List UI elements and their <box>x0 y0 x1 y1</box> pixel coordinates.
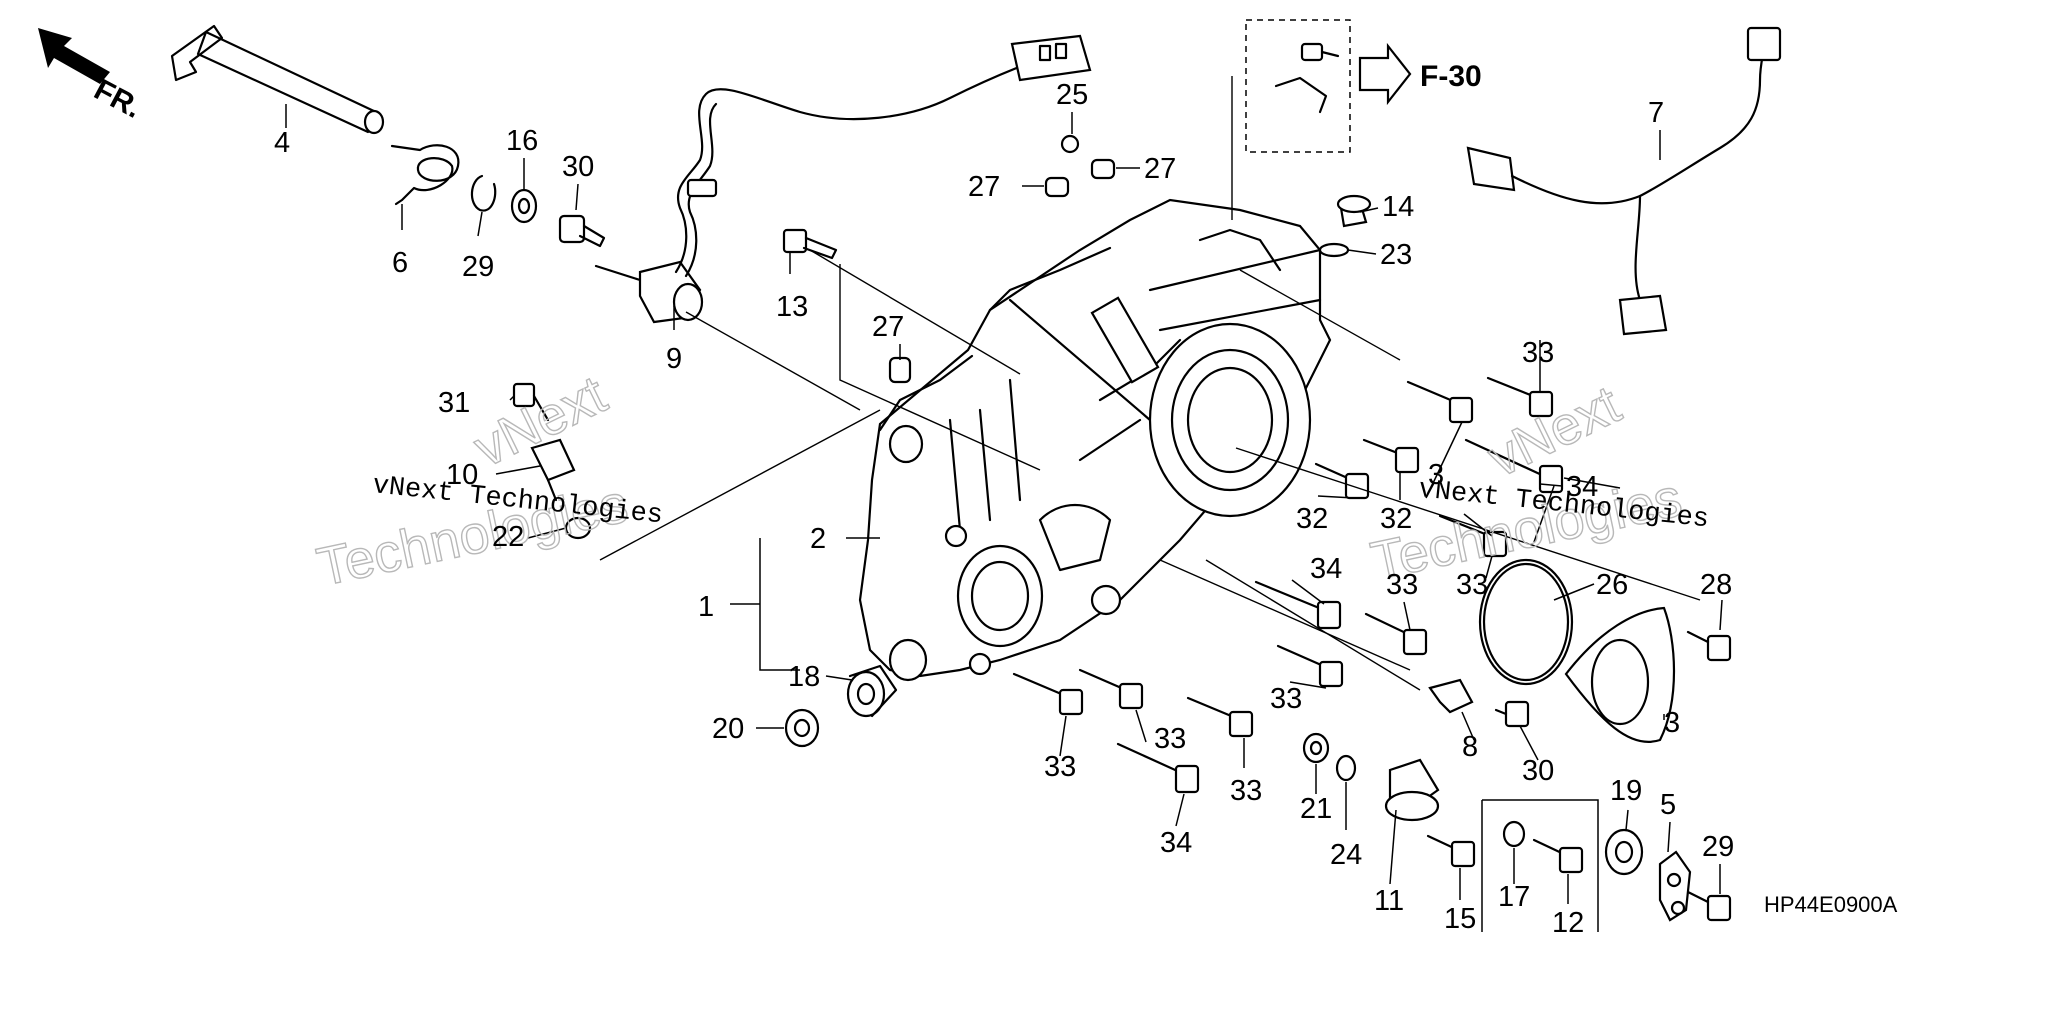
callout-34a: 34 <box>1566 471 1598 503</box>
callout-30a: 30 <box>562 151 594 183</box>
leader-lines <box>285 76 1723 932</box>
callout-33g: 33 <box>1230 775 1262 807</box>
o-ring-part-24 <box>1335 754 1357 782</box>
flange-bolt-part-30 <box>558 214 606 248</box>
callout-24: 24 <box>1330 839 1362 871</box>
callout-31: 31 <box>438 387 470 419</box>
callout-15: 15 <box>1444 903 1476 935</box>
callout-33e: 33 <box>1154 723 1186 755</box>
sensor-part-10 <box>530 438 592 540</box>
callout-33b: 33 <box>1456 569 1488 601</box>
callout-16: 16 <box>506 125 538 157</box>
speed-sensor-part <box>1384 758 1440 822</box>
callout-33d: 33 <box>1270 683 1302 715</box>
callout-29b: 29 <box>1702 831 1734 863</box>
callout-18: 18 <box>788 661 820 693</box>
dowel-pin-group <box>888 134 1116 384</box>
callout-5: 5 <box>1660 789 1676 821</box>
washer-part-17 <box>1502 820 1526 848</box>
callout-14: 14 <box>1382 191 1414 223</box>
callout-11: 11 <box>1374 885 1404 917</box>
callout-27b: 27 <box>1144 153 1176 185</box>
oil-seal-part-20 <box>784 708 820 748</box>
callout-12: 12 <box>1552 907 1584 939</box>
callout-34b: 34 <box>1310 553 1342 585</box>
wire-harness-part <box>1466 26 1782 336</box>
diagram-reference-code: HP44E0900A <box>1764 892 1898 917</box>
callout-4: 4 <box>274 127 290 159</box>
angle-sensor-part <box>594 34 1092 324</box>
callout-29a: 28 <box>1700 569 1732 601</box>
o-ring-part-23 <box>1318 242 1350 258</box>
callout-26: 26 <box>1596 569 1628 601</box>
callout-17: 17 <box>1498 881 1530 913</box>
callout-1: 1 <box>698 591 714 623</box>
callout-32a: 32 <box>1296 503 1328 535</box>
callout-34c: 34 <box>1160 827 1192 859</box>
callout-10: 10 <box>446 459 478 491</box>
callout-33f: 33 <box>1044 751 1076 783</box>
callout-6: 6 <box>392 247 408 279</box>
callout-3-mid: 3 <box>1428 459 1444 491</box>
bracket-part-5 <box>1658 850 1692 922</box>
callout-labels: 4 6 29 16 30 9 13 25 27 27 27 7 14 23 31… <box>274 79 1734 939</box>
f30-reference-inset <box>1245 19 1412 153</box>
callout-3-right: 3 <box>1664 707 1680 739</box>
callout-25: 25 <box>1056 79 1088 111</box>
needle-bearing-part <box>846 664 898 718</box>
front-direction-arrow-icon <box>38 28 110 84</box>
circlip-part <box>470 174 497 212</box>
callout-20: 20 <box>712 713 744 745</box>
callout-7: 7 <box>1648 97 1664 129</box>
callout-32b: 32 <box>1380 503 1412 535</box>
gasket-part-3 <box>1564 606 1676 743</box>
callout-27a: 27 <box>968 171 1000 203</box>
callout-9: 9 <box>666 343 682 375</box>
shift-shaft-part <box>170 24 385 135</box>
washer-part-21 <box>1302 732 1330 764</box>
callout-27c: 27 <box>872 311 904 343</box>
washer-part-16 <box>510 188 538 224</box>
o-ring-part-26 <box>1478 558 1574 686</box>
callout-19: 19 <box>1610 775 1642 807</box>
clip-part-8 <box>1428 678 1474 714</box>
callout-28: 29 <box>462 251 494 283</box>
callout-13: 13 <box>776 291 808 323</box>
callout-2: 2 <box>810 523 826 555</box>
bolt-group <box>512 228 1732 922</box>
callout-33c: 33 <box>1386 569 1418 601</box>
oil-filler-cap-part <box>1336 194 1372 228</box>
f30-reference-label: F-30 <box>1420 60 1482 93</box>
crankcase-cover-assembly <box>858 198 1332 682</box>
collar-part-19 <box>1604 828 1644 876</box>
callout-21: 21 <box>1300 793 1332 825</box>
return-spring-part <box>390 144 460 206</box>
callout-8: 8 <box>1462 731 1478 763</box>
callout-33a: 33 <box>1522 337 1554 369</box>
callout-23: 23 <box>1380 239 1412 271</box>
callout-22: 22 <box>492 521 524 553</box>
callout-30b: 30 <box>1522 755 1554 787</box>
